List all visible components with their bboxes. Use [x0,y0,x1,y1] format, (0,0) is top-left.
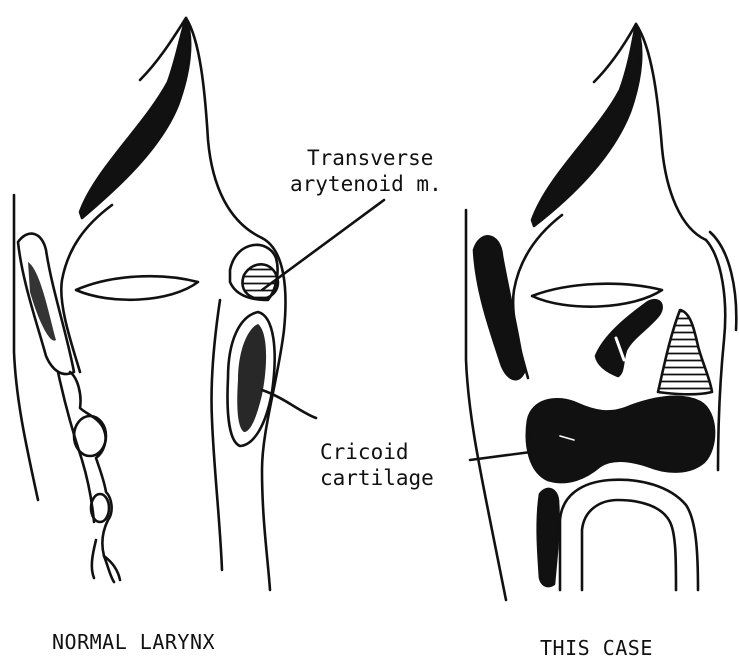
epiglottis-case [532,24,641,226]
ventricle-case [532,284,662,307]
transverse-arytenoid-case [658,310,712,394]
caption-normal-larynx: NORMAL LARYNX [52,630,215,654]
caption-this-case: THIS CASE [540,636,653,660]
label-transverse-1: Transverse [307,146,433,170]
this-case-drawing [466,24,736,600]
leader-transverse [262,200,384,290]
label-cricoid-1: Cricoid [320,440,409,464]
cricoid-case [527,397,714,482]
fold-mass-case [474,236,524,379]
label-transverse-2: arytenoid m. [290,172,442,196]
ventricle [76,276,198,300]
label-cricoid-2: cartilage [320,466,434,490]
epiglottis [80,18,190,218]
normal-larynx-drawing [14,18,285,590]
arytenoid-case [596,300,662,376]
black-column-case [538,489,559,586]
nodular-chain [70,372,114,582]
